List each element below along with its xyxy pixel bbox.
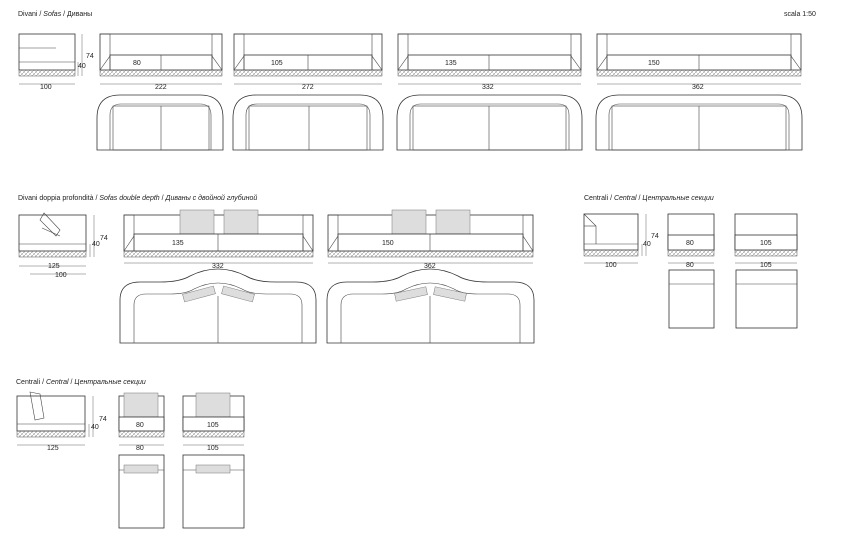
dim-seat: 105 [271,60,283,67]
dim-seat: 150 [382,240,394,247]
dim-width: 80 [136,445,144,452]
dim-height: 74 [86,53,94,60]
double-front-332: 135 332 [123,209,314,270]
sofa-front-222: 80 222 [99,33,223,91]
central1-plan-80 [668,269,715,329]
dim-width: 80 [686,262,694,269]
title-en: Sofas double depth [99,195,160,202]
dim-seat-height: 40 [91,424,99,431]
title-en: Central [613,195,637,202]
title-ru: Диваны [67,11,93,18]
dim-seat: 135 [445,60,457,67]
central1-side-view: 74 40 100 [583,213,659,269]
title-sep: / [93,195,100,202]
dim-width: 272 [302,84,314,91]
dim-width: 105 [760,262,772,269]
dim-seat: 80 [133,60,141,67]
dim-width: 222 [155,84,167,91]
title-sep: / [40,379,46,386]
title-ru: Диваны с двойной глубиной [165,195,258,202]
dim-depth: 100 [605,262,617,269]
dim-width: 332 [482,84,494,91]
dim-depth: 100 [40,84,52,91]
central1-front-80: 80 80 [667,213,715,269]
sofa-plan-362 [595,94,803,151]
dim-seat: 135 [172,240,184,247]
title-sep: / [636,195,643,202]
dim-seat: 105 [207,422,219,429]
title-it: Divani doppia profondità [18,195,94,202]
dim-width: 362 [424,263,436,270]
dim-height: 74 [99,416,107,423]
central2-front-80: 80 80 [118,392,165,452]
central2-plan-80 [118,454,165,529]
title-sep: / [68,379,75,386]
dim-width: 362 [692,84,704,91]
central2-side-view: 74 40 125 [16,391,107,452]
title-en: Central [45,379,69,386]
sofa-front-332: 135 332 [397,33,582,91]
title-ru: Центральные секции [642,195,714,202]
dim-seat-height: 40 [92,241,100,248]
central2-plan-105 [182,454,245,529]
dim-width: 105 [207,445,219,452]
double-plan-362 [326,268,535,344]
dim-seat-height: 40 [643,241,651,248]
title-en: Sofas [43,11,62,18]
section-title-double-depth: Divani doppia profondità / Sofas double … [18,195,257,202]
title-sep: / [61,11,68,18]
dim-height: 74 [651,233,659,240]
dim-seat: 105 [760,240,772,247]
double-side-view: 74 40 125 100 [18,212,108,279]
title-sep: / [608,195,614,202]
dim-seat-height: 40 [78,63,86,70]
dim-depth-125: 125 [48,263,60,270]
central1-plan-105 [735,269,798,329]
sofa-side-view: 74 40 100 [18,33,94,91]
dim-depth-100: 100 [55,272,67,279]
dim-seat: 80 [136,422,144,429]
central2-front-105: 105 105 [182,392,245,452]
double-front-362: 150 362 [327,209,534,270]
dim-seat: 80 [686,240,694,247]
dim-height: 74 [100,235,108,242]
section-title-sofas: Divani / Sofas / Диваны [18,11,92,18]
sofa-plan-332 [396,94,583,151]
title-ru: Центральные секции [74,379,146,386]
central1-front-105: 105 105 [734,213,798,269]
title-sep: / [159,195,166,202]
section-title-central-1: Centrali / Central / Центральные секции [584,195,714,202]
dim-width: 332 [212,263,224,270]
title-it: Centrali [16,379,41,386]
dim-depth: 125 [47,445,59,452]
sofa-front-272: 105 272 [233,33,383,91]
double-plan-332 [119,268,317,344]
scale-label: scala 1:50 [784,11,816,18]
title-it: Divani [18,11,38,18]
sofa-plan-272 [232,94,384,151]
sofa-front-362: 150 362 [596,33,802,91]
sofa-plan-222 [96,94,224,151]
title-sep: / [37,11,44,18]
dim-seat: 150 [648,60,660,67]
title-it: Centrali [584,195,609,202]
section-title-central-2: Centrali / Central / Центральные секции [16,379,146,386]
